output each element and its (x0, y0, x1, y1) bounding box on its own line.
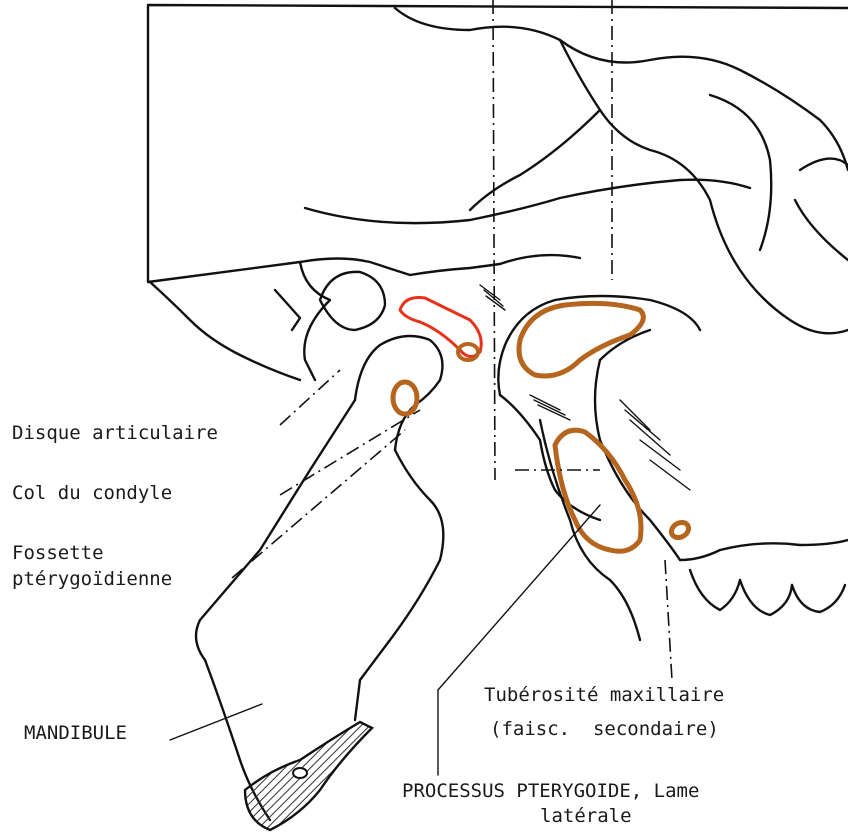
articular-fossa (300, 262, 330, 380)
leader-mandibule (170, 704, 262, 740)
label-processus-line2: latérale (540, 803, 632, 829)
mandible-ramus-anterior (355, 450, 443, 720)
upper-head-insertion (519, 303, 643, 376)
maxilla-outline (680, 540, 848, 560)
zygomatic-arch (305, 180, 750, 223)
label-tuberosite-line1: Tubérosité maxillaire (484, 682, 724, 708)
mandible-condyle-head (355, 336, 442, 450)
reference-line (665, 560, 672, 680)
skull-contour (560, 40, 848, 333)
leader-processus-2 (438, 505, 600, 690)
post-glenoid (150, 282, 300, 380)
skull-contour (395, 8, 848, 170)
leader-fossette (232, 430, 405, 578)
articular-disc (400, 298, 481, 357)
mental-foramen (293, 768, 307, 778)
label-mandibule: MANDIBULE (24, 720, 127, 746)
label-col-du-condyle: Col du condyle (12, 480, 172, 506)
leader-disque (280, 370, 340, 425)
reference-line (493, 0, 495, 480)
pterygoid-fovea-insertion (393, 382, 417, 414)
muscle-fibres (480, 285, 690, 490)
molar-teeth (690, 570, 845, 615)
maxillary-tuberosity-insertion (669, 519, 692, 540)
label-fossette-line1: Fossette (12, 540, 104, 566)
label-fossette-line2: ptérygoïdienne (12, 566, 172, 592)
orbit-contour (795, 159, 848, 260)
label-tuberosite-line2: (faisc. secondaire) (490, 716, 719, 742)
mandible-angle (245, 722, 372, 830)
lower-head-insertion (555, 430, 641, 551)
label-disque-articulaire: Disque articulaire (12, 420, 218, 446)
label-processus-line1: PROCESSUS PTERYGOIDE, Lame (402, 778, 699, 804)
cranial-outline (148, 5, 848, 282)
pterygoid-hamulus (595, 330, 680, 560)
